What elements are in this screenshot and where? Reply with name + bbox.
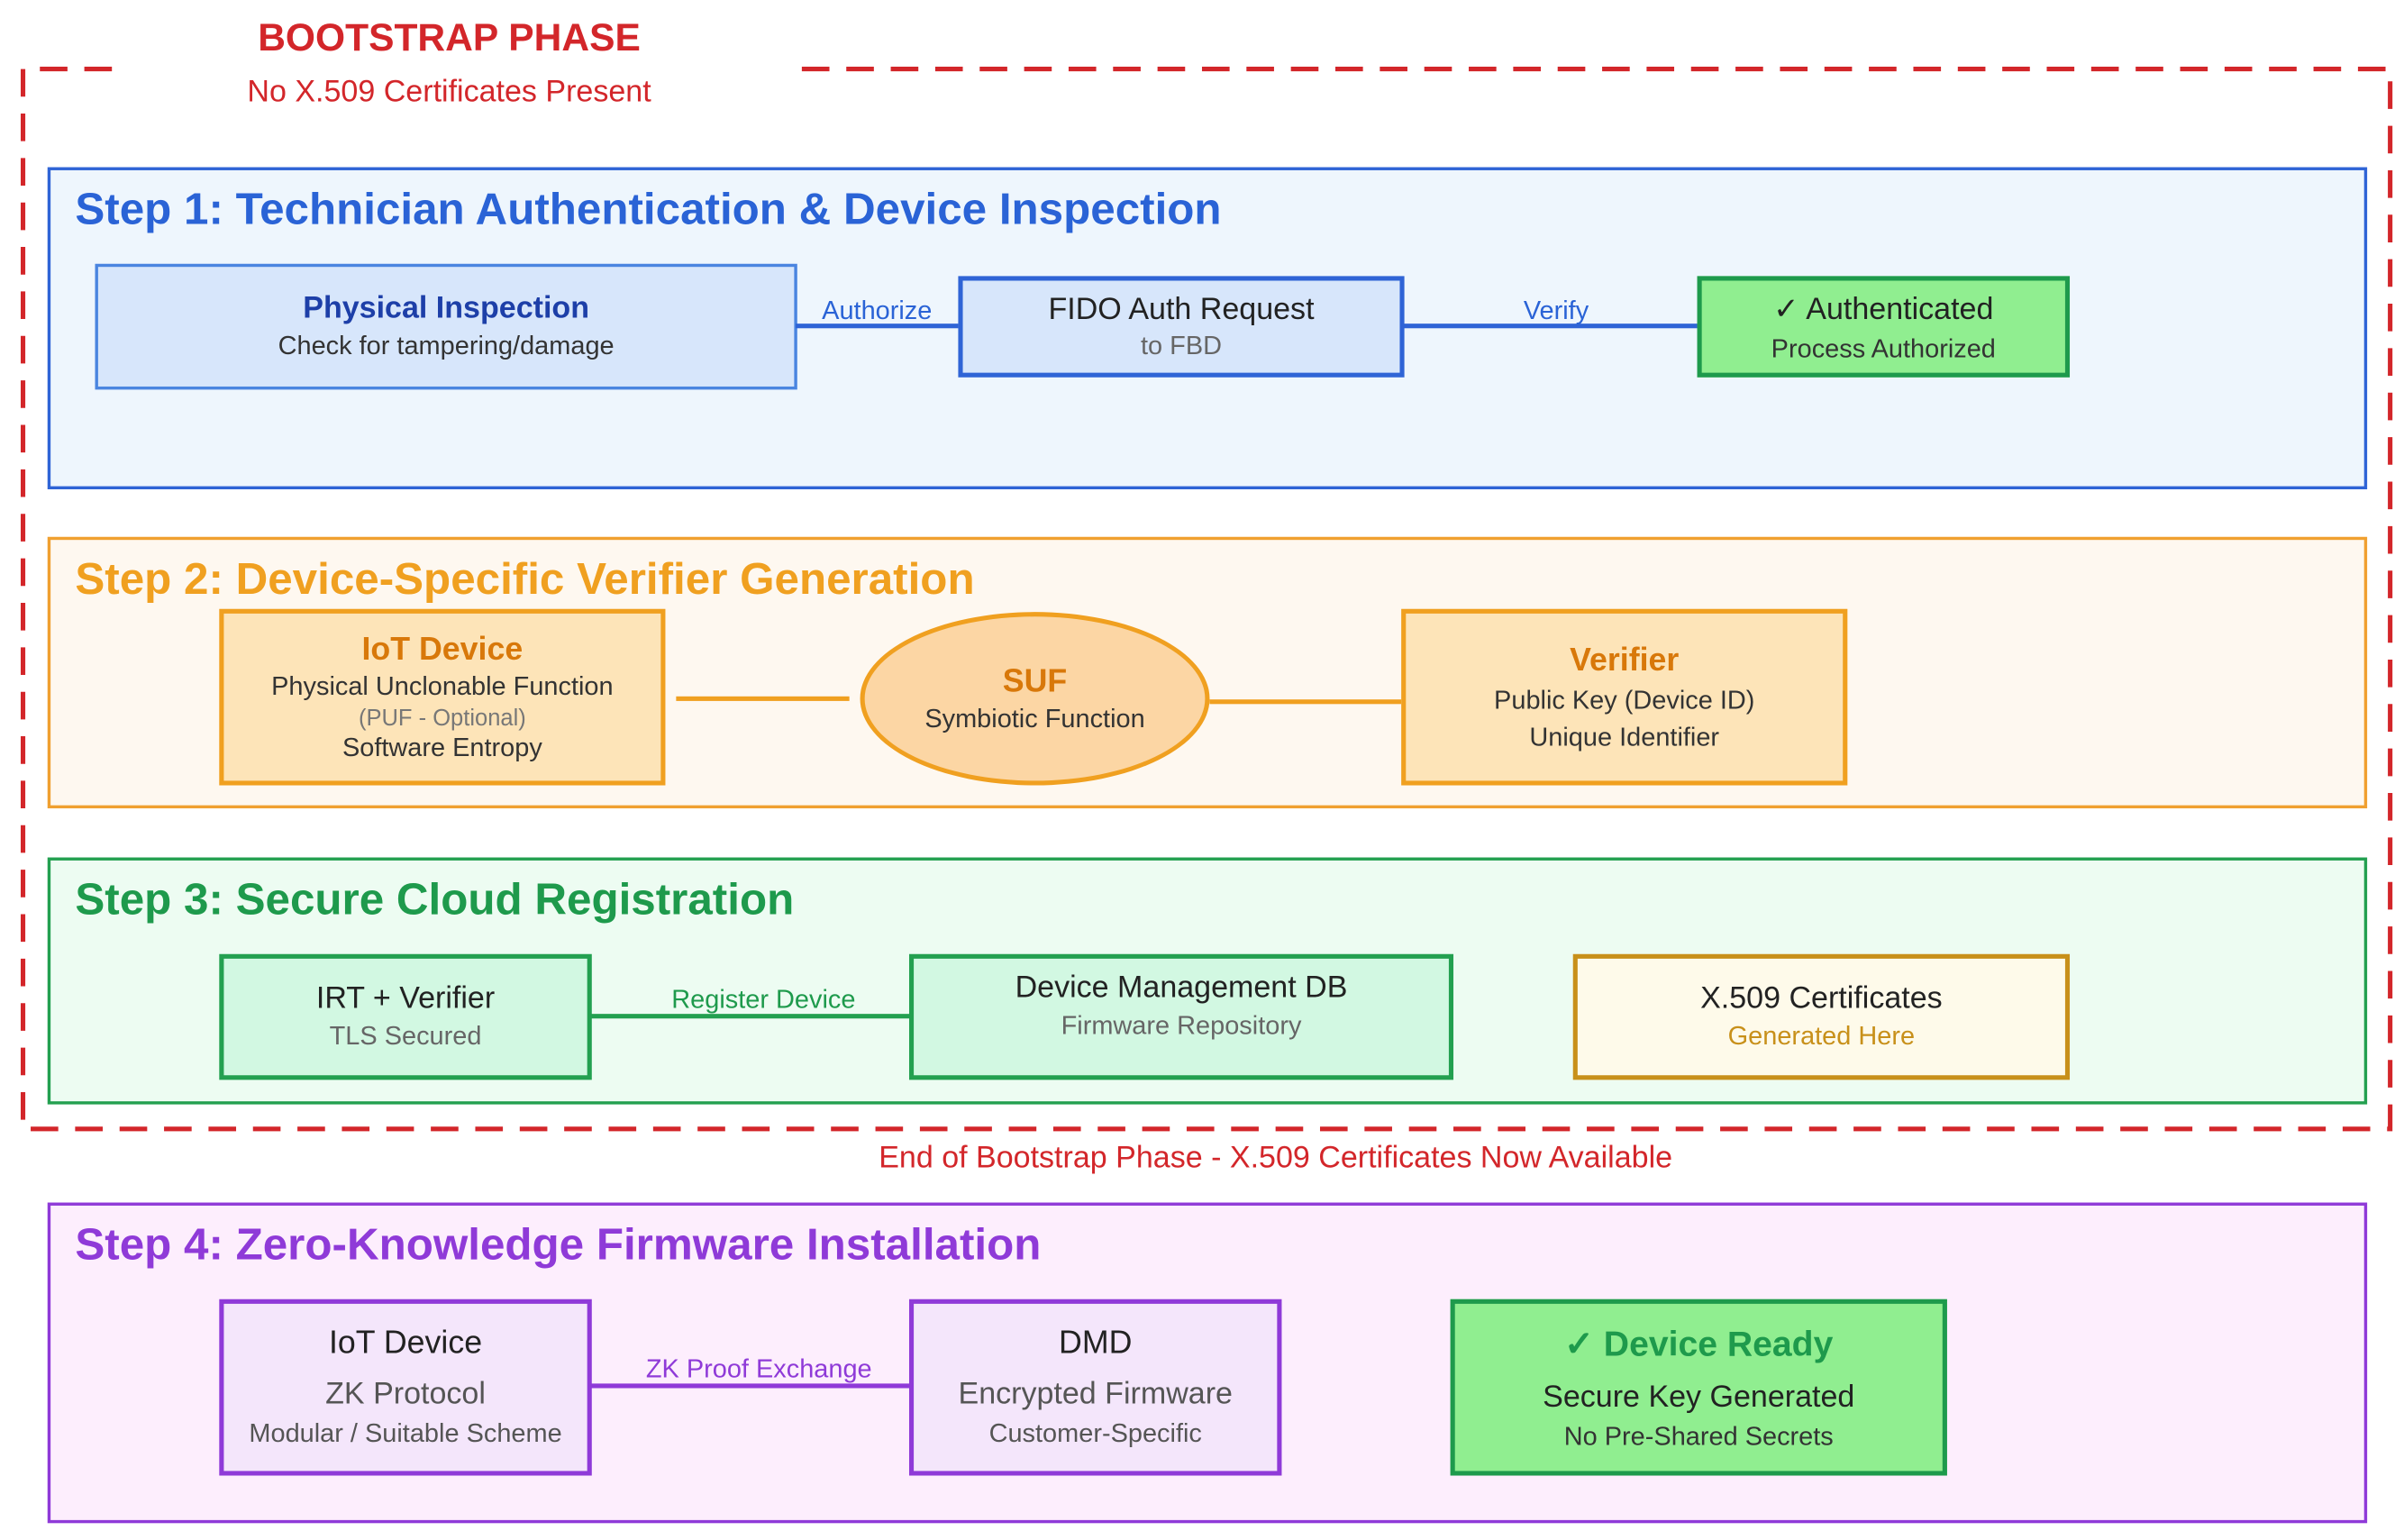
node-detail: Unique Identifier: [1529, 721, 1720, 752]
connector-register-device: [590, 1014, 911, 1019]
node-detail: ZK Protocol: [325, 1377, 486, 1412]
node-detail: Public Key (Device ID): [1494, 685, 1755, 715]
connector-authorize: [796, 323, 961, 329]
node-title: FIDO Auth Request: [1048, 292, 1315, 326]
connector-device-to-suf: [676, 696, 850, 701]
verifier-node: Verifier Public Key (Device ID) Unique I…: [1401, 608, 1848, 786]
node-detail: Symbiotic Function: [924, 703, 1145, 733]
node-title: DMD: [1059, 1325, 1133, 1361]
connector-label-zk-proof-exchange: ZK Proof Exchange: [645, 1354, 872, 1384]
node-detail: Firmware Repository: [1061, 1010, 1302, 1041]
node-detail: TLS Secured: [329, 1021, 482, 1052]
bootstrap-phase-subtitle: No X.509 Certificates Present: [247, 75, 651, 109]
device-ready-node: ✓ Device Ready Secure Key Generated No P…: [1450, 1299, 1947, 1476]
device-management-db-node: Device Management DB Firmware Repository: [908, 953, 1454, 1080]
node-title: ✓ Device Ready: [1564, 1323, 1834, 1363]
node-detail-optional: (PUF - Optional): [358, 705, 526, 732]
authenticated-node: ✓ Authenticated Process Authorized: [1697, 276, 2071, 378]
node-detail: Encrypted Firmware: [958, 1377, 1233, 1412]
step-4-title: Step 4: Zero-Knowledge Firmware Installa…: [75, 1220, 1042, 1271]
node-detail: Secure Key Generated: [1543, 1380, 1855, 1414]
node-title: IoT Device: [361, 631, 524, 667]
node-detail: Check for tampering/damage: [278, 331, 615, 361]
node-title: Verifier: [1570, 642, 1680, 678]
connector-label-register-device: Register Device: [671, 984, 856, 1015]
irt-verifier-node: IRT + Verifier TLS Secured: [219, 953, 592, 1080]
node-detail: Generated Here: [1727, 1021, 1916, 1052]
node-detail: Software Entropy: [341, 732, 542, 762]
node-detail: Physical Unclonable Function: [271, 670, 614, 701]
node-detail: Process Authorized: [1771, 333, 1996, 363]
connector-verify: [1402, 323, 1699, 329]
node-title: Device Management DB: [1015, 970, 1348, 1005]
dmd-node: DMD Encrypted Firmware Customer-Specific: [908, 1299, 1282, 1476]
node-detail: Customer-Specific: [988, 1418, 1202, 1448]
node-detail: Modular / Suitable Scheme: [249, 1418, 562, 1448]
node-title: SUF: [1002, 663, 1068, 699]
connector-label-verify: Verify: [1523, 296, 1589, 325]
connector-zk-proof-exchange: [590, 1383, 911, 1389]
node-title: Physical Inspection: [303, 291, 589, 325]
bootstrap-phase-title: BOOTSTRAP PHASE: [258, 16, 641, 60]
step-3-title: Step 3: Secure Cloud Registration: [75, 875, 795, 925]
x509-certificates-node: X.509 Certificates Generated Here: [1572, 953, 2071, 1080]
connector-suf-to-verifier: [1209, 699, 1402, 705]
suf-ellipse-node: SUF Symbiotic Function: [860, 612, 1210, 786]
node-title: IRT + Verifier: [315, 981, 496, 1016]
physical-inspection-node: Physical Inspection Check for tampering/…: [95, 263, 797, 390]
iot-device-puf-node: IoT Device Physical Unclonable Function …: [219, 608, 666, 786]
step-2-title: Step 2: Device-Specific Verifier Generat…: [75, 555, 975, 605]
end-of-bootstrap-label: End of Bootstrap Phase - X.509 Certifica…: [879, 1141, 1673, 1175]
step-1-title: Step 1: Technician Authentication & Devi…: [75, 185, 1222, 235]
node-title: ✓ Authenticated: [1773, 292, 1994, 326]
node-detail: to FBD: [1140, 330, 1223, 360]
node-detail: No Pre-Shared Secrets: [1563, 1421, 1834, 1451]
node-title: IoT Device: [328, 1325, 483, 1361]
connector-label-authorize: Authorize: [822, 296, 933, 325]
fido-auth-request-node: FIDO Auth Request to FBD: [958, 276, 1405, 378]
node-title: X.509 Certificates: [1700, 981, 1943, 1016]
iot-device-zk-node: IoT Device ZK Protocol Modular / Suitabl…: [219, 1299, 592, 1476]
